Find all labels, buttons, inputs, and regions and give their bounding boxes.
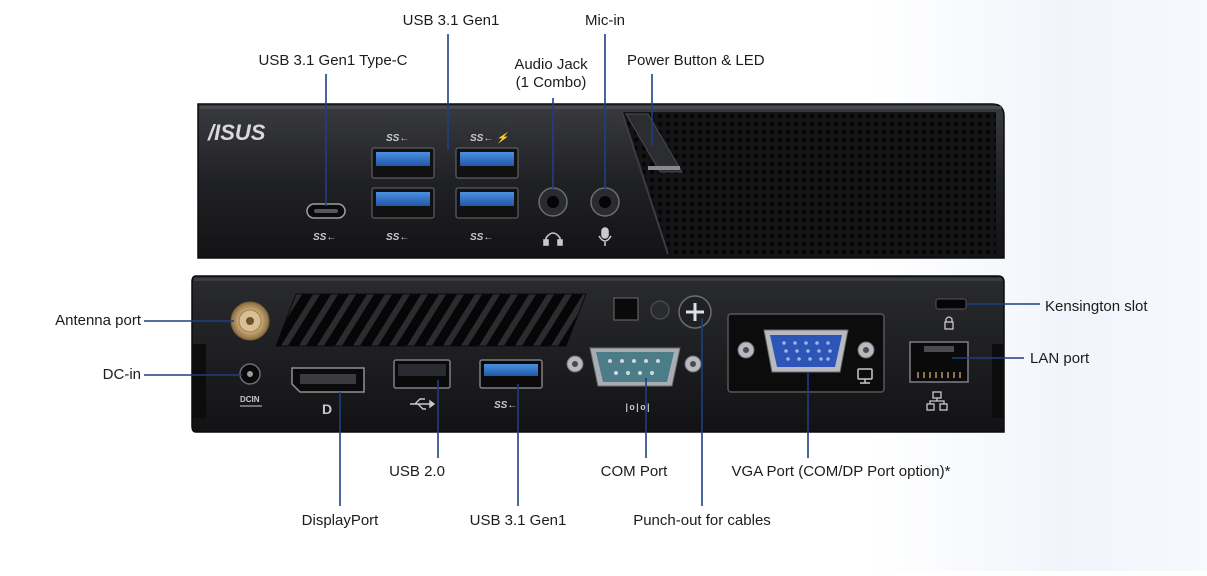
vga-module-illustration [727, 313, 885, 393]
usb-icon [410, 398, 436, 410]
label-vga-port: VGA Port (COM/DP Port option)* [731, 463, 951, 480]
label-usb31-gen1-bottom: USB 3.1 Gen1 [469, 512, 567, 529]
label-lan-port: LAN port [1030, 350, 1090, 367]
usb2-port-illustration [393, 359, 451, 389]
lan-port-illustration [909, 341, 969, 383]
dc-in-jack-illustration [239, 363, 261, 385]
lock-icon [944, 316, 954, 330]
back-panel: DCIN D SS← [191, 275, 1005, 433]
usb3-icon: SS← [386, 232, 409, 243]
usb3-icon: SS← [313, 232, 336, 243]
leader-lines [144, 34, 1040, 506]
back-vent [275, 293, 587, 347]
displayport-illustration [291, 367, 365, 393]
label-dc-in: DC-in [102, 366, 141, 383]
label-punch-out: Punch-out for cables [633, 512, 771, 529]
label-usb31-gen1-top: USB 3.1 Gen1 [402, 12, 500, 29]
monitor-icon [857, 368, 873, 384]
label-kensington-slot: Kensington slot [1045, 298, 1148, 315]
com-icon: |o|o| [624, 403, 651, 413]
antenna-connector-illustration [230, 301, 270, 341]
label-mic-in: Mic-in [585, 12, 625, 29]
label-power-button: Power Button & LED [627, 52, 765, 69]
microphone-icon [598, 227, 612, 246]
usb3-icon: SS← [386, 133, 409, 144]
punch-out-illustration [678, 295, 712, 329]
small-punch-square [613, 297, 639, 321]
headphone-icon [543, 232, 563, 246]
screw [650, 300, 670, 320]
front-usb-ports-illustration [371, 147, 519, 219]
network-icon [926, 391, 948, 411]
label-usb20: USB 2.0 [389, 463, 445, 480]
label-audio-jack-line1: Audio Jack [514, 56, 588, 73]
power-button-illustration [625, 113, 683, 173]
label-usb31-gen1-type-c: USB 3.1 Gen1 Type-C [258, 52, 408, 69]
displayport-icon: D [322, 401, 332, 417]
com-port-illustration [566, 347, 702, 387]
label-antenna-port: Antenna port [55, 312, 141, 329]
usb3-rear-port-illustration [479, 359, 543, 389]
usb3-icon: SS← [470, 232, 493, 243]
dcin-icon: DCIN [240, 395, 260, 404]
label-displayport: DisplayPort [301, 512, 379, 529]
audio-jacks-illustration [538, 187, 620, 217]
label-audio-jack-line2: (1 Combo) [515, 74, 587, 91]
label-com-port: COM Port [600, 463, 668, 480]
usb3-charge-icon: SS← ⚡ [470, 131, 509, 144]
usb3-icon: SS← [494, 400, 517, 411]
asus-logo-text: /ISUS [207, 120, 266, 145]
front-panel: /ISUS SS← SS← ⚡ SS← SS← SS← [197, 103, 1005, 259]
